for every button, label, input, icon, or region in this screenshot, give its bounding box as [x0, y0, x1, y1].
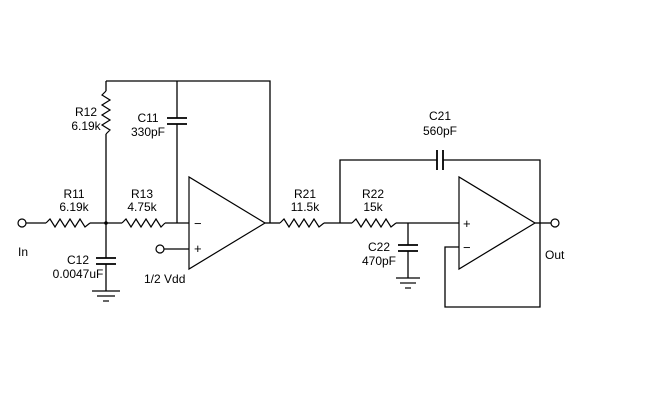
input-label: In: [18, 245, 28, 259]
resistor-r22: [351, 217, 397, 229]
r22-value: 15k: [363, 200, 383, 214]
c12-name: C12: [67, 253, 89, 267]
output-terminal: [550, 218, 560, 228]
wire-c21-left: [339, 159, 437, 223]
r12-value: 6.19k: [71, 119, 101, 133]
wire-feedback-opamp2: [444, 223, 541, 308]
c21-name: C21: [429, 109, 451, 123]
ground-symbol-1: [92, 290, 120, 302]
c12-value: 0.0047uF: [53, 267, 104, 281]
r13-value: 4.75k: [127, 200, 157, 214]
resistor-r11: [45, 217, 91, 229]
r13-name: R13: [131, 187, 153, 201]
opamp1-minus-sign: −: [194, 216, 202, 231]
c21-value: 560pF: [423, 124, 457, 138]
opamp1-plus-sign: +: [194, 241, 202, 256]
c22-value: 470pF: [362, 254, 396, 268]
r11-value: 6.19k: [59, 200, 89, 214]
r21-name: R21: [294, 187, 316, 201]
r12-name: R12: [75, 105, 97, 119]
c22-name: C22: [368, 240, 390, 254]
opamp-2: [458, 175, 537, 271]
resistor-r21: [279, 217, 325, 229]
wire-c21-right: [443, 159, 541, 223]
opamp2-minus-sign: −: [463, 240, 471, 255]
resistor-r13: [121, 217, 166, 229]
c11-value: 330pF: [131, 125, 165, 139]
r11-name: R11: [63, 187, 84, 201]
opamp2-plus-sign: +: [463, 216, 471, 231]
opamp-1: [188, 175, 267, 271]
r21-value: 11.5k: [291, 200, 320, 214]
ground-symbol-2: [396, 277, 420, 289]
bias-terminal: [155, 244, 165, 254]
resistor-r12: [100, 90, 112, 135]
r22-name: R22: [362, 187, 384, 201]
bias-label: 1/2 Vdd: [144, 272, 185, 286]
input-terminal: [17, 218, 27, 228]
wire-feedback-top: [106, 80, 271, 223]
output-label: Out: [545, 248, 565, 262]
c11-name: C11: [137, 111, 158, 125]
